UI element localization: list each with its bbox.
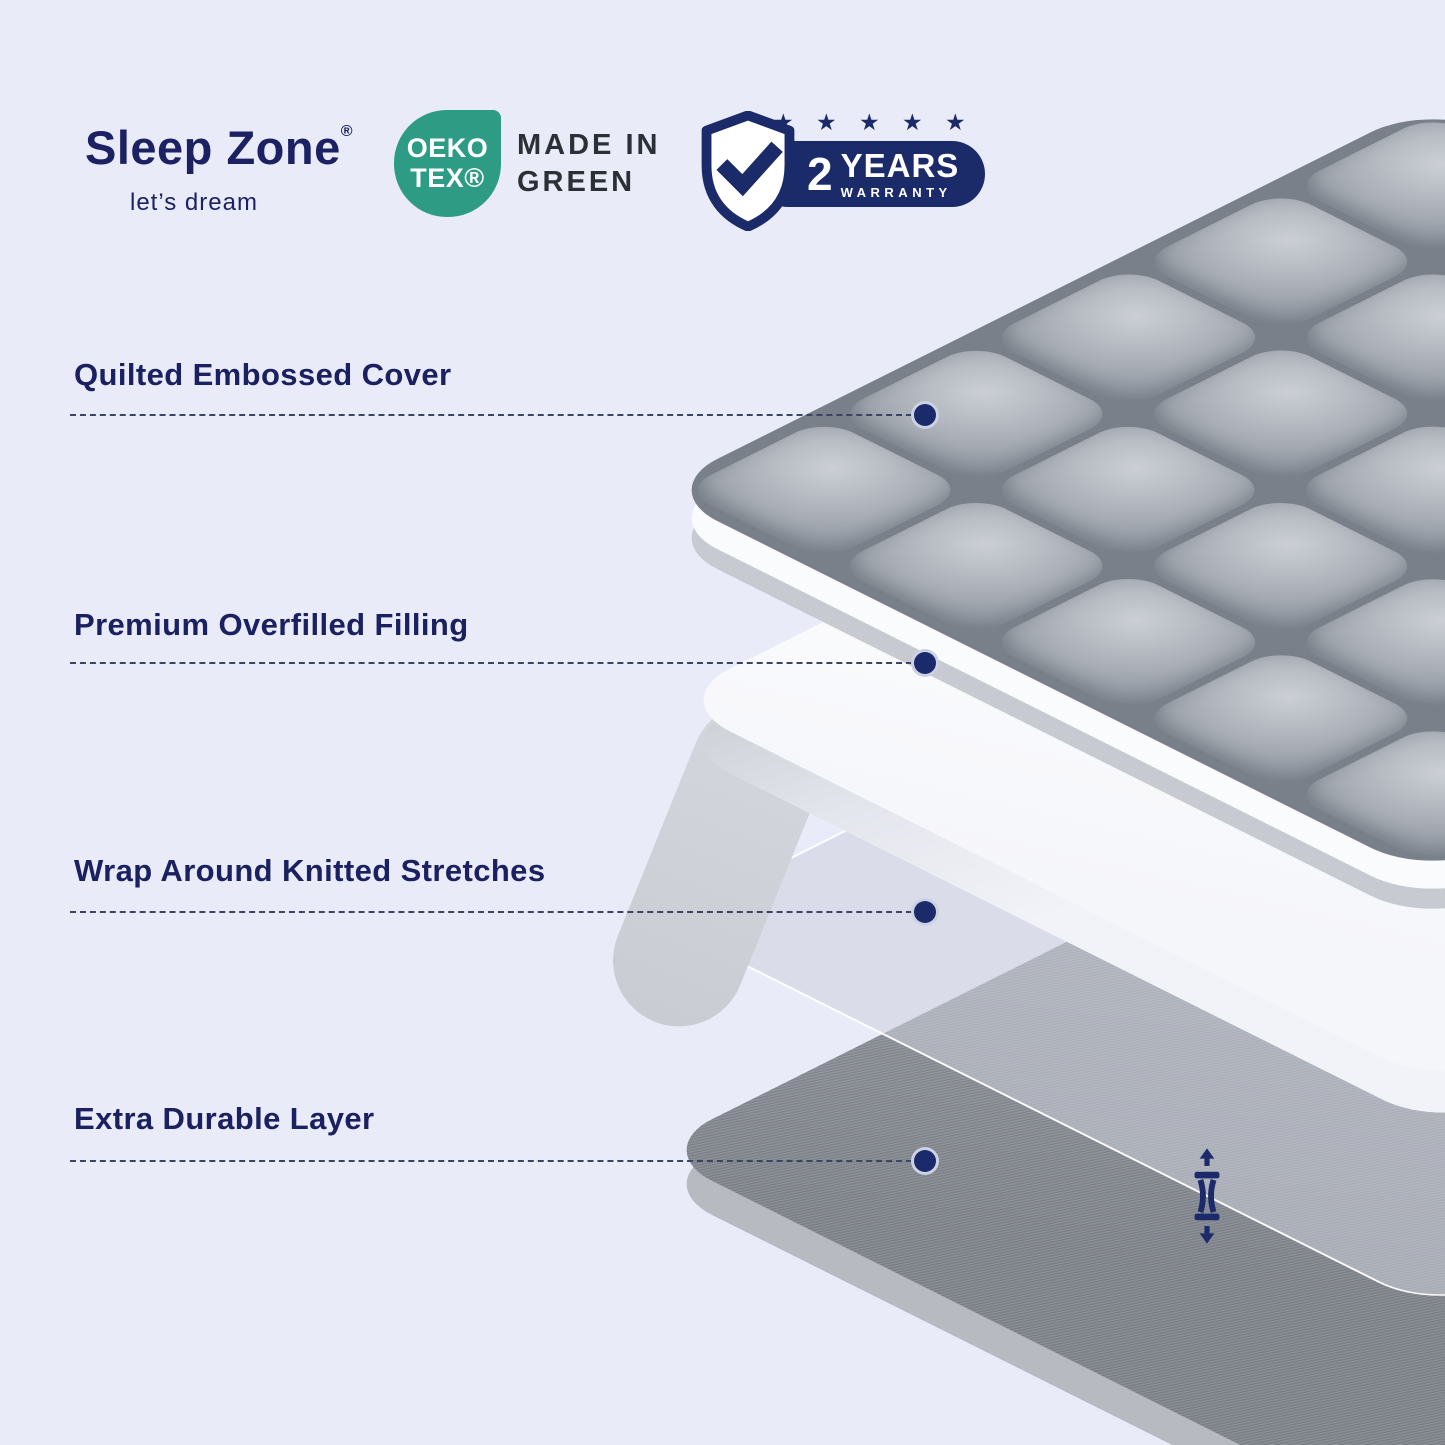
brand-logo: Sleep Zone® let’s dream <box>85 120 353 217</box>
warranty-years-word: YEARS <box>840 147 960 184</box>
callout-line-quilted-cover <box>70 414 912 416</box>
brand-tagline: let’s dream <box>130 189 258 216</box>
callout-label-quilted-cover: Quilted Embossed Cover <box>74 357 452 392</box>
warranty-word: WARRANTY <box>840 185 952 200</box>
thickness-stretch-arrows-icon <box>1185 1148 1229 1249</box>
callout-dot-durable-layer <box>911 1147 939 1175</box>
callout-line-overfilled-filling <box>70 662 912 664</box>
made-in-line2: GREEN <box>517 165 636 198</box>
callout-dot-quilted-cover <box>911 401 939 429</box>
oeko-line2: TEX® <box>410 162 485 193</box>
shield-check-icon <box>693 110 803 232</box>
oeko-tex-drop-icon: OEKO TEX® <box>394 110 501 217</box>
callout-dot-knitted-stretches <box>911 898 939 926</box>
brand-registered-mark: ® <box>340 123 353 140</box>
callout-label-durable-layer: Extra Durable Layer <box>74 1101 375 1136</box>
five-stars-icon: ★ ★ ★ ★ ★ <box>773 109 974 135</box>
brand-name: Sleep Zone <box>85 121 341 174</box>
made-in-line1: MADE IN <box>517 129 661 162</box>
callout-label-overfilled-filling: Premium Overfilled Filling <box>74 607 469 642</box>
made-in-green-label: MADE IN GREEN <box>517 127 660 200</box>
callout-dot-overfilled-filling <box>911 649 939 677</box>
callout-label-knitted-stretches: Wrap Around Knitted Stretches <box>74 853 546 888</box>
oeko-tex-badge: OEKO TEX® MADE IN GREEN <box>394 110 660 217</box>
warranty-badge: ★ ★ ★ ★ ★ 2 YEARS WARRANTY <box>693 103 986 233</box>
callout-line-durable-layer <box>70 1160 912 1162</box>
warranty-years-number: 2 <box>807 148 833 200</box>
callout-line-knitted-stretches <box>70 911 912 913</box>
oeko-line1: OEKO <box>406 132 489 163</box>
